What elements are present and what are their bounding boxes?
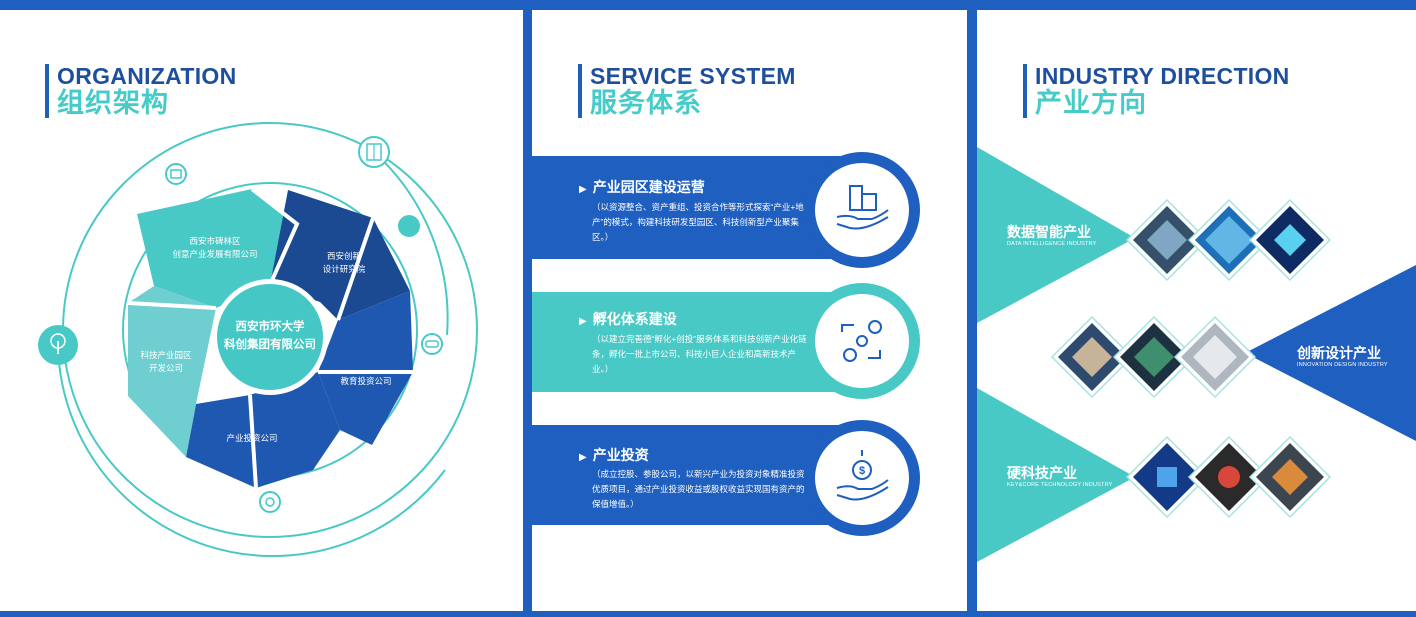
industry-row-2-en: INNOVATION DESIGN INDUSTRY: [1297, 362, 1388, 368]
service-title-cn: 服务体系: [590, 88, 702, 118]
segment-label: 创意产业发展有限公司: [172, 249, 257, 259]
service-item-2-title: ▶孵化体系建设: [579, 311, 677, 327]
triangle-hard-tech: [977, 388, 1135, 562]
industry-row-3-cn: 硬科技产业: [1007, 465, 1077, 481]
service-item-3-title: ▶产业投资: [579, 447, 649, 463]
service-header: SERVICE SYSTEM 服务体系: [578, 64, 796, 118]
segment-education[interactable]: [318, 291, 413, 445]
robot-icon: [165, 163, 187, 185]
car-icon: [421, 333, 443, 355]
industry-row-2-cn: 创新设计产业: [1297, 345, 1381, 361]
segment-label: 西安市碑林区: [189, 236, 241, 246]
segment-beilin[interactable]: [137, 189, 297, 308]
outer-arc-right: [373, 151, 449, 336]
center-circle[interactable]: [217, 284, 323, 390]
organization-panel: ORGANIZATION 组织架构 西安市环大学 科创集团有限公司 西安市碑林区…: [0, 10, 523, 611]
touch-icon: [38, 325, 78, 365]
industry-row-3-en: KEY&CORE TECHNOLOGY INDUSTRY: [1007, 482, 1113, 488]
design-image-3: [1173, 315, 1257, 399]
money-icon: [259, 491, 281, 513]
service-item-1-title: ▶产业园区建设运营: [579, 179, 705, 195]
triangle-innovation-design: [1245, 265, 1416, 441]
service-item-2-desc: （以建立完善德“孵化+创投”服务体系和科技创新产业化链条，孵化一批上市公司、科技…: [592, 334, 807, 374]
segment-label: 西安创新: [327, 251, 362, 261]
industry-shapes: [977, 147, 1416, 562]
industry-panel: INDUSTRY DIRECTION 产业方向: [977, 10, 1416, 611]
industry-title-en: INDUSTRY DIRECTION: [1035, 63, 1290, 89]
dot-marker: [398, 215, 420, 237]
data-tech-image-3: [1248, 198, 1332, 282]
organization-title-en: ORGANIZATION: [57, 63, 237, 89]
center-label-line1: 西安市环大学: [236, 319, 305, 333]
building-icon: [358, 136, 390, 168]
segment-label: 设计研究院: [323, 264, 366, 274]
outer-arc-left: [57, 344, 446, 557]
organization-header: ORGANIZATION 组织架构: [45, 64, 237, 118]
chip-image-3: [1248, 435, 1332, 519]
service-shapes: $: [532, 152, 920, 536]
service-panel: SERVICE SYSTEM 服务体系: [532, 10, 967, 611]
segment-design-institute[interactable]: [270, 190, 410, 320]
building-hand-icon: [836, 185, 889, 230]
design-image-1: [1050, 315, 1134, 399]
segment-label: 开发公司: [149, 363, 183, 373]
industry-row-1-cn: 数据智能产业: [1007, 224, 1091, 240]
service-item-1-desc: （以资源整合、资产重组、投资合作等形式探索“产业+地产”的模式，构建科技研发型园…: [592, 202, 804, 242]
triangle-data-intelligence: [977, 147, 1135, 323]
dollar-sign: $: [859, 465, 865, 477]
data-tech-image-1: [1125, 198, 1209, 282]
industry-title-cn: 产业方向: [1035, 88, 1147, 118]
design-image-2: [1112, 315, 1196, 399]
money-hand-icon: [836, 450, 889, 501]
segment-label: 教育投资公司: [340, 376, 391, 386]
chip-image-1: [1125, 435, 1209, 519]
segment-industry-invest[interactable]: [186, 372, 340, 488]
service-circle-2: [804, 283, 920, 399]
segment-tech-park[interactable]: [128, 286, 216, 457]
center-label-line2: 科创集团有限公司: [224, 337, 316, 351]
industry-header: INDUSTRY DIRECTION 产业方向: [1023, 64, 1290, 118]
organization-diagram: 西安市环大学 科创集团有限公司 西安市碑林区 创意产业发展有限公司 西安创新 设…: [38, 122, 478, 557]
industry-row-1-en: DATA INTELLIGENCE INDUSTRY: [1007, 241, 1097, 247]
segment-label: 科技产业园区: [140, 350, 192, 360]
data-tech-image-2: [1187, 198, 1271, 282]
gears-idea-icon: [841, 320, 882, 362]
organization-title-cn: 组织架构: [57, 88, 169, 118]
service-title-en: SERVICE SYSTEM: [590, 63, 796, 89]
service-item-3-desc: （成立控股、参股公司，以新兴产业为投资对象精准投资优质项目，通过产业投资收益或股…: [592, 469, 805, 509]
segment-label: 产业投资公司: [226, 433, 277, 443]
chip-image-2: [1187, 435, 1271, 519]
